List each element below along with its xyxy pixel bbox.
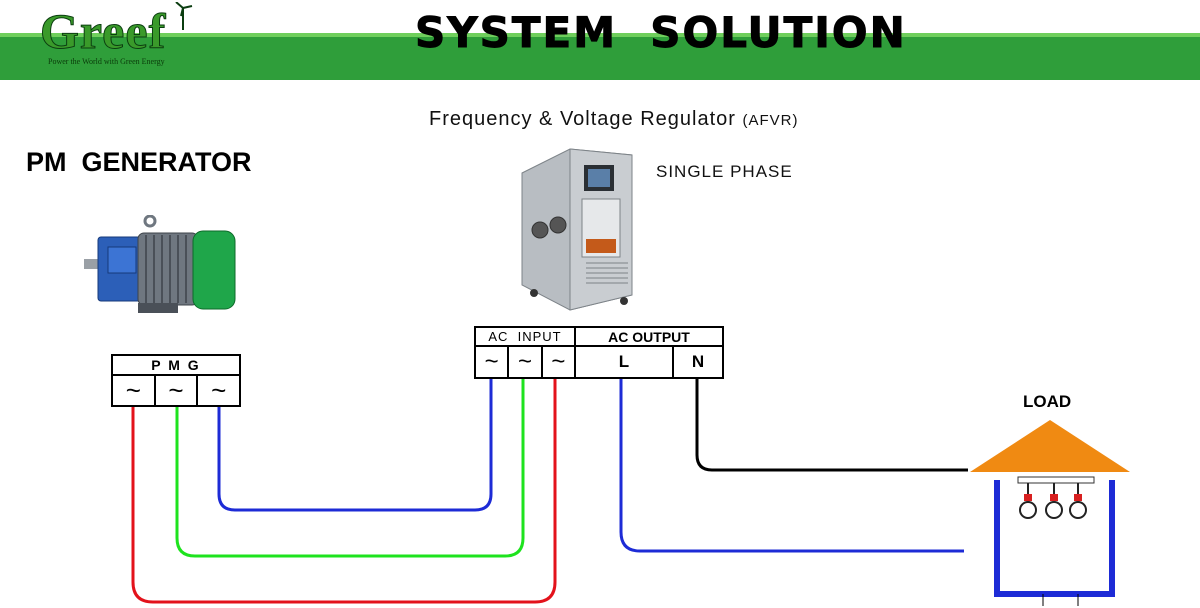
single-phase-label: SINGLE PHASE	[656, 162, 793, 181]
brand-logo: Greef	[39, 2, 167, 60]
wire-blue-input	[217, 378, 493, 512]
wire-blue-output	[619, 378, 964, 553]
load-circuit	[994, 480, 1115, 597]
wire-red	[131, 378, 557, 604]
bulb-icon	[1069, 483, 1087, 519]
ac-input-label: AC INPUT	[476, 328, 574, 347]
pmg-terminal-1: ~	[113, 375, 156, 405]
generator-image	[84, 215, 236, 313]
load-title: LOAD	[1023, 392, 1072, 411]
ac-output-terminal-n: N	[691, 352, 705, 371]
ac-output-label: AC OUTPUT	[576, 328, 722, 347]
wire-green	[175, 378, 525, 558]
regulator-title: Frequency & Voltage Regulator (AFVR)	[429, 108, 799, 131]
brand-logo-text: Greef	[39, 3, 167, 60]
brand-tagline: Power the World with Green Energy	[48, 57, 165, 66]
regulator-title-text: Frequency & Voltage Regulator	[429, 108, 736, 130]
wind-turbine-icon	[175, 2, 193, 30]
wire-black-neutral	[695, 378, 968, 472]
pmg-terminal-2: ~	[156, 375, 199, 405]
regulator-terminal-block: AC INPUT ~ ~ ~ AC OUTPUT L N	[474, 326, 724, 379]
header-band	[0, 33, 1200, 80]
lamp-bar	[1017, 476, 1095, 484]
pmg-terminal-box: P M G ~ ~ ~	[111, 354, 241, 407]
pmg-terminal-3: ~	[211, 375, 227, 405]
page-title: SYSTEM SOLUTION	[415, 8, 907, 58]
bulb-icon	[1045, 483, 1063, 519]
regulator-abbr: (AFVR)	[742, 112, 799, 129]
generator-title: PM GENERATOR	[26, 147, 252, 177]
ac-output-terminal-l: L	[576, 347, 674, 377]
ac-input-terminal-2: ~	[509, 347, 543, 377]
load-roof	[970, 420, 1130, 472]
ac-output-section: AC OUTPUT L N	[576, 328, 722, 377]
ac-input-terminal-1: ~	[476, 347, 510, 377]
ac-input-terminal-3: ~	[551, 348, 566, 375]
pmg-terminal-label: P M G	[113, 356, 239, 376]
ac-input-section: AC INPUT ~ ~ ~	[476, 328, 576, 377]
regulator-cabinet-image	[521, 148, 633, 311]
bulb-icon	[1019, 483, 1037, 519]
